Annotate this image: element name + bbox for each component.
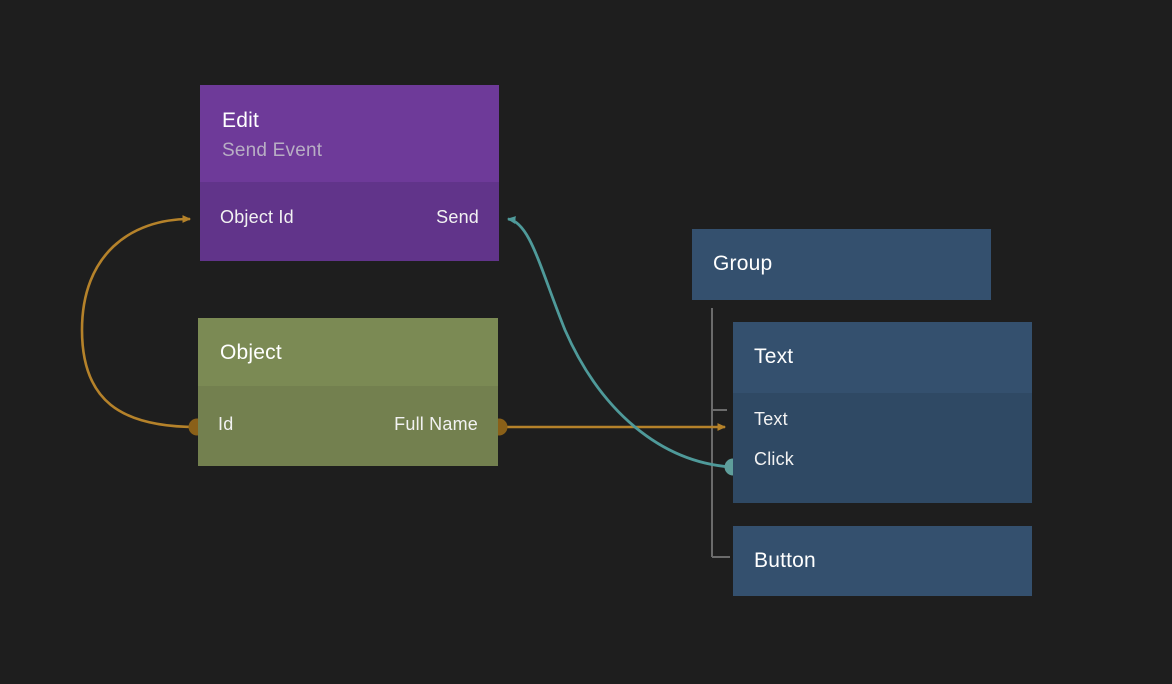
node-object-body: Id Full Name: [198, 386, 498, 466]
node-edit-port-row: Object Id Send: [200, 197, 499, 237]
node-text-port-row-text: Text: [733, 399, 1032, 439]
node-text-title: Text: [754, 345, 794, 368]
edge-object-id-to-edit: [80, 215, 198, 429]
node-text-port-row-click: Click: [733, 439, 1032, 479]
node-object-port-row: Id Full Name: [198, 404, 498, 444]
node-text-body: Text Click: [733, 393, 1032, 503]
node-button-title: Button: [754, 549, 816, 572]
tree-connector-group: [711, 308, 730, 558]
node-text-header[interactable]: Text: [733, 322, 1032, 393]
node-group[interactable]: Group: [692, 229, 991, 300]
node-object-title: Object: [220, 341, 282, 364]
node-edit-subtitle: Send Event: [222, 140, 323, 161]
node-edit-title: Edit: [222, 109, 259, 132]
node-object-output-label: Full Name: [394, 414, 478, 434]
node-edit-output-label: Send: [436, 207, 479, 227]
node-edit-body: Object Id Send: [200, 182, 499, 261]
node-text-event-label: Click: [754, 449, 794, 469]
node-text-input-label: Text: [754, 409, 788, 429]
node-edit[interactable]: Edit Send Event Object Id Send: [200, 85, 499, 261]
node-object[interactable]: Object Id Full Name: [198, 318, 498, 466]
node-button[interactable]: Button: [733, 526, 1032, 596]
node-group-title: Group: [713, 252, 773, 275]
node-object-input-label: Id: [218, 414, 234, 434]
node-edit-input-label: Object Id: [220, 207, 294, 227]
node-text[interactable]: Text Text Click: [733, 322, 1032, 503]
node-object-header[interactable]: Object: [198, 318, 498, 386]
node-edit-header[interactable]: Edit Send Event: [200, 85, 499, 182]
